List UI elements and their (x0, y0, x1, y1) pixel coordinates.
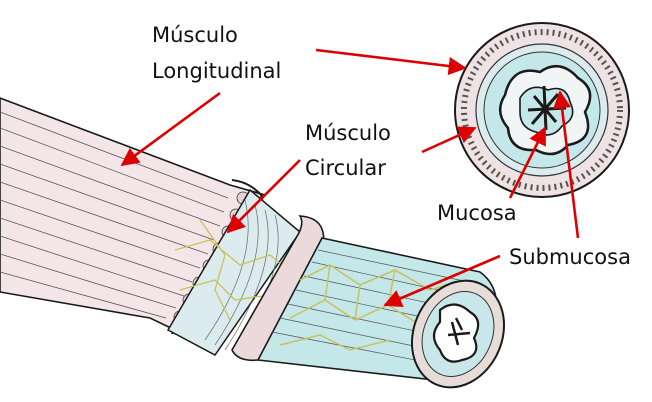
label-circular-muscle-line2: Circular (305, 155, 386, 181)
arrow-longitudinal-to-tube (122, 93, 220, 165)
label-circular-muscle-line1: Músculo (305, 120, 391, 146)
label-submucosa: Submucosa (509, 244, 631, 270)
label-longitudinal-muscle-line1: Músculo (152, 22, 238, 48)
cross-section-view (455, 23, 629, 197)
label-longitudinal-muscle-line2: Longitudinal (152, 58, 281, 84)
label-mucosa: Mucosa (437, 200, 517, 226)
arrow-longitudinal-to-cross-section (316, 50, 465, 68)
